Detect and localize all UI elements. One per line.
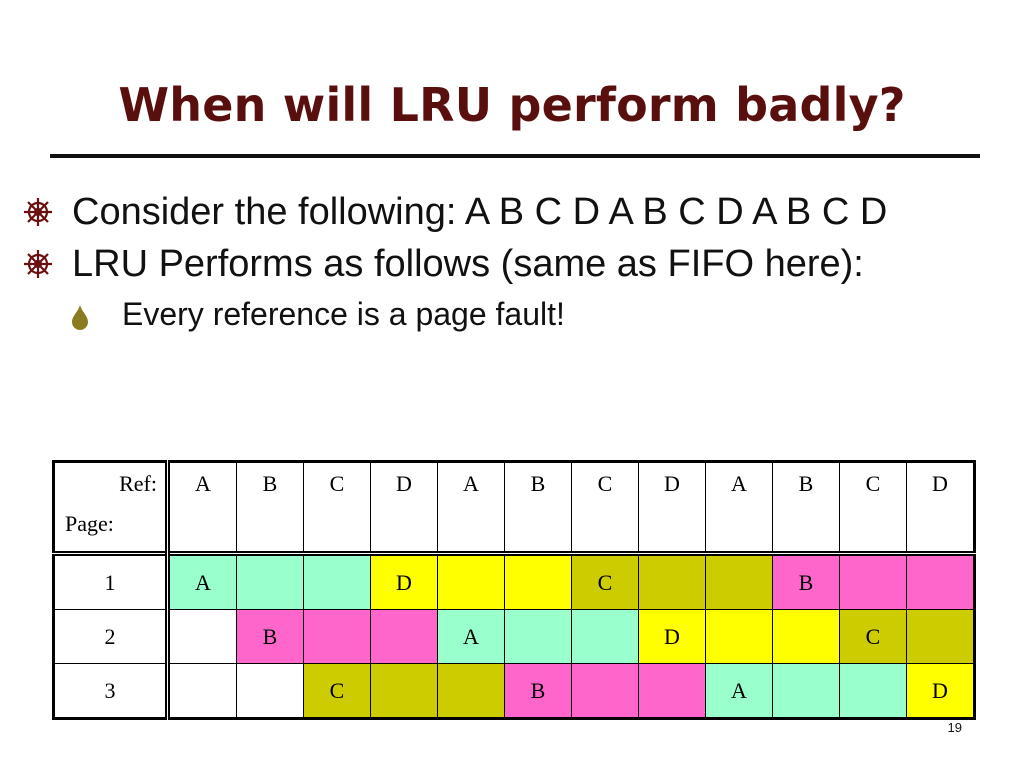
- slide-title: When will LRU perform badly?: [118, 78, 906, 132]
- ref-cell: B: [236, 461, 304, 554]
- frame-cell: [571, 663, 639, 719]
- frame-cell: C: [839, 609, 907, 664]
- page-label: Page:: [65, 511, 114, 536]
- frame-cell: D: [638, 609, 706, 664]
- frame-cell: C: [303, 663, 371, 719]
- frame-cell: C: [571, 551, 639, 610]
- page-number-cell: 2: [53, 609, 170, 664]
- page-row: 2 B A D C: [53, 609, 975, 664]
- frame-cell: [167, 663, 237, 719]
- title-divider: [50, 154, 980, 158]
- frame-cell: [839, 663, 907, 719]
- ref-cell: A: [437, 461, 505, 554]
- frame-cell: [303, 551, 371, 610]
- sub-bullet-item: Every reference is a page fault!: [22, 294, 992, 334]
- frame-cell: [167, 609, 237, 664]
- ref-label: Ref:: [119, 471, 157, 496]
- frame-cell: [437, 663, 505, 719]
- frame-cell: [839, 551, 907, 610]
- sub-bullet-text: Every reference is a page fault!: [122, 296, 565, 332]
- page-row: 3 C B A D: [53, 663, 975, 719]
- ref-cell: C: [303, 461, 371, 554]
- ref-cell: B: [504, 461, 572, 554]
- page-number-cell: 3: [53, 663, 170, 719]
- ship-wheel-icon: [24, 198, 52, 226]
- ref-cell: B: [772, 461, 840, 554]
- frame-cell: [638, 663, 706, 719]
- frame-cell: D: [370, 551, 438, 610]
- bullet-list: Consider the following: A B C D A B C D …: [22, 190, 992, 334]
- ref-cell: C: [571, 461, 639, 554]
- ref-cell: D: [638, 461, 706, 554]
- drop-icon: [72, 305, 88, 330]
- frame-cell: [705, 551, 773, 610]
- ref-cell: D: [906, 461, 975, 554]
- frame-cell: [705, 609, 773, 664]
- ref-cell: A: [167, 461, 237, 554]
- frame-cell: [772, 663, 840, 719]
- header-label-cell: Ref:Page:: [53, 461, 170, 554]
- frame-cell: B: [504, 663, 572, 719]
- frame-cell: B: [772, 551, 840, 610]
- frame-cell: [370, 609, 438, 664]
- bullet-text: Consider the following: A B C D A B C D …: [72, 191, 888, 233]
- ship-wheel-icon: [24, 250, 52, 278]
- ref-cell: C: [839, 461, 907, 554]
- page-number-cell: 1: [53, 551, 170, 610]
- frame-cell: [370, 663, 438, 719]
- ref-cell: D: [370, 461, 438, 554]
- frame-cell: [437, 551, 505, 610]
- frame-cell: [772, 609, 840, 664]
- frame-cell: [906, 551, 975, 610]
- frame-cell: [638, 551, 706, 610]
- frame-cell: [571, 609, 639, 664]
- frame-cell: [236, 551, 304, 610]
- frame-cell: B: [236, 609, 304, 664]
- frame-cell: A: [167, 551, 237, 610]
- frame-cell: A: [705, 663, 773, 719]
- frame-cell: A: [437, 609, 505, 664]
- frame-cell: [504, 609, 572, 664]
- frame-cell: [303, 609, 371, 664]
- slide-number: 19: [947, 720, 962, 735]
- frame-cell: [236, 663, 304, 719]
- frame-cell: [504, 551, 572, 610]
- bullet-text: LRU Performs as follows (same as FIFO he…: [72, 243, 864, 285]
- bullet-item: LRU Performs as follows (same as FIFO he…: [22, 242, 992, 286]
- frame-cell: D: [906, 663, 975, 719]
- ref-cell: A: [705, 461, 773, 554]
- bullet-item: Consider the following: A B C D A B C D …: [22, 190, 992, 234]
- frame-cell: [906, 609, 975, 664]
